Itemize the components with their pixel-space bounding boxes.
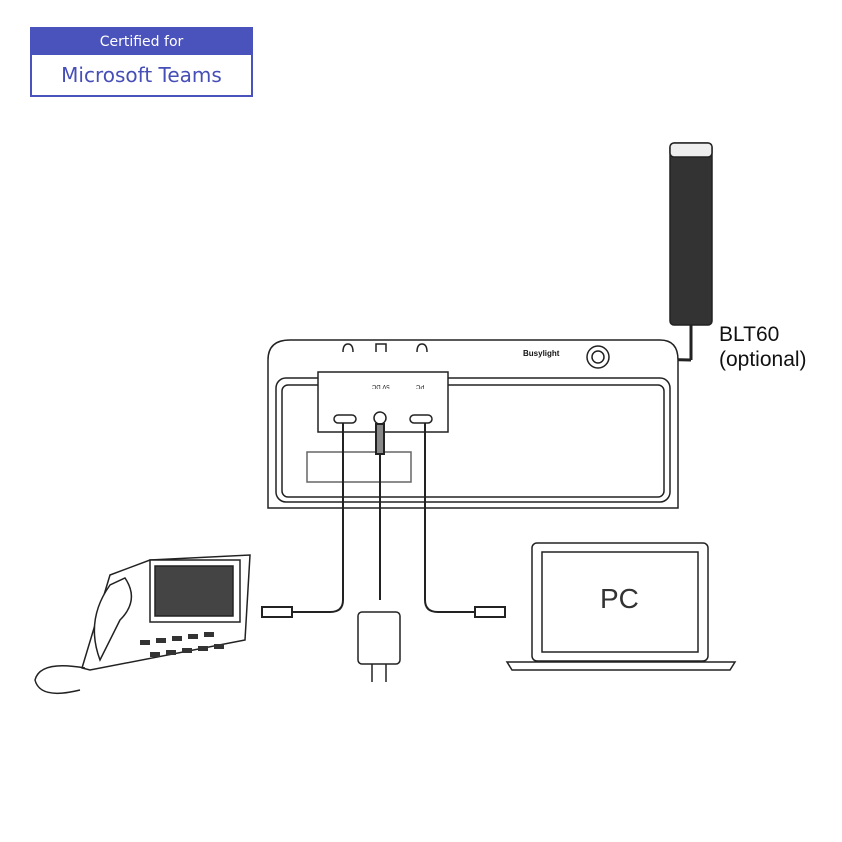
busylight-label: Busylight [523,349,560,358]
blt60-optional-label: (optional) [719,348,807,371]
power-adapter [357,611,401,682]
laptop-pc-label: PC [600,583,639,614]
laptop [505,542,737,671]
desk-phone [34,554,251,695]
port-pc-label: PC [416,383,425,389]
blt60-light-bar [599,142,713,365]
badge-certified-for: Certified for [32,29,251,55]
blt60-label: BLT60 [719,323,780,346]
badge-microsoft-teams: Microsoft Teams [61,63,222,87]
certified-badge: Certified for Microsoft Teams [30,27,253,97]
base-device [267,339,679,509]
cables [261,423,506,618]
port-dc-label: 5V DC [372,383,390,389]
